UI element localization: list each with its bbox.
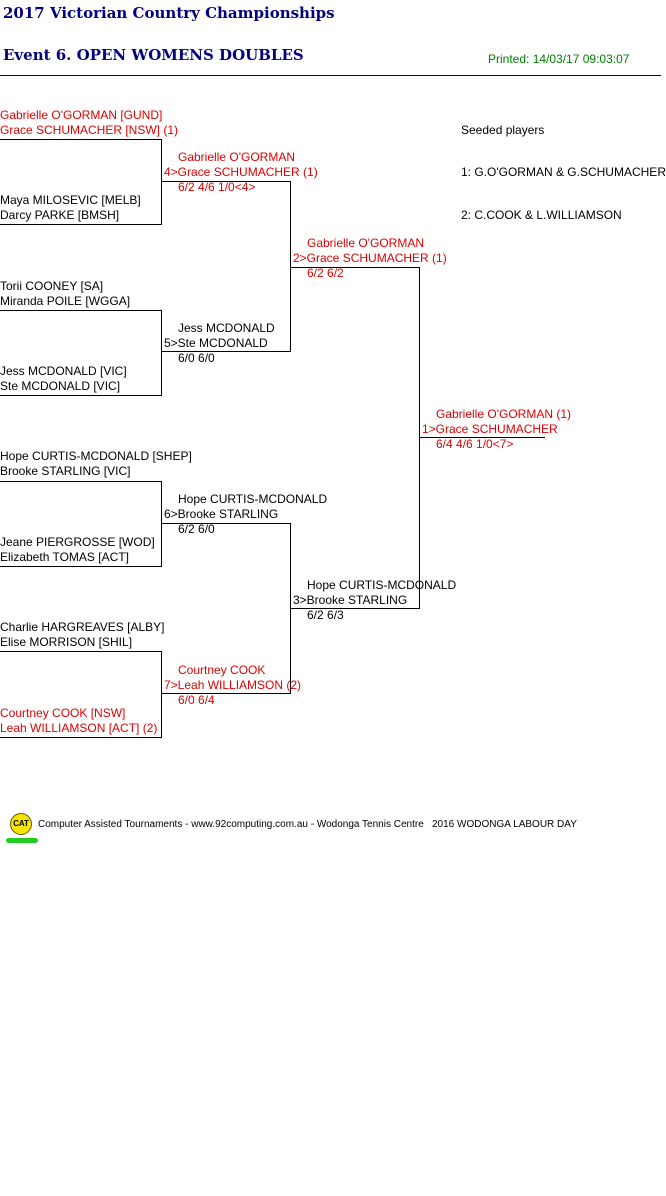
cat-swoosh-icon (6, 838, 38, 843)
r2-m4-score: 6/0 6/4 (178, 693, 215, 707)
r1-m2-player2: Darcy PARKE [BMSH] (0, 208, 120, 222)
r2-m3-player2: 6>Brooke STARLING (164, 507, 279, 521)
r2-m4-player1: Courtney COOK (178, 663, 266, 677)
final-score: 6/4 4/6 1/0<7> (436, 437, 514, 451)
r3-bracket-top (290, 267, 419, 268)
r1-m7-player1: Charlie HARGREAVES [ALBY] (0, 620, 165, 634)
r2-m3-score: 6/2 6/0 (178, 522, 215, 536)
r2-m2-player2: 5>Ste MCDONALD (164, 336, 268, 350)
r1-m5-player1: Hope CURTIS-MCDONALD [SHEP] (0, 449, 192, 463)
footer-event-name: 2016 WODONGA LABOUR DAY (432, 819, 577, 830)
r1-m4-player2: Ste MCDONALD [VIC] (0, 379, 121, 393)
r2-m1-player1: Gabrielle O'GORMAN (178, 150, 295, 164)
seed-entry-2: 2: C.COOK & L.WILLIAMSON (461, 208, 622, 222)
footer-credit: Computer Assisted Tournaments - www.92co… (38, 819, 424, 830)
r1-m2-player1: Maya MILOSEVIC [MELB] (0, 193, 141, 207)
r2-bracket-2 (161, 523, 291, 694)
r1-m4-player1: Jess MCDONALD [VIC] (0, 364, 127, 378)
tournament-title: 2017 Victorian Country Championships (3, 4, 335, 22)
r1-m7-player2: Elise MORRISON [SHIL] (0, 635, 133, 649)
r1-m5-player2: Brooke STARLING [VIC] (0, 464, 131, 478)
cat-logo-icon: CAT (10, 813, 32, 835)
seeds-heading: Seeded players (461, 123, 545, 137)
r3-m1-score: 6/2 6/2 (307, 266, 344, 280)
r1-m1-player1: Gabrielle O'GORMAN [GUND] (0, 108, 163, 122)
r1-m3-player2: Miranda POILE [WGGA] (0, 294, 131, 308)
r1-m8-player2: Leah WILLIAMSON [ACT] (2) (0, 721, 158, 735)
r2-m2-score: 6/0 6/0 (178, 351, 215, 365)
r3-bracket-vertical (419, 267, 420, 609)
r1-m1-player2: Grace SCHUMACHER [NSW] (1) (0, 123, 179, 137)
r3-m1-player2: 2>Grace SCHUMACHER (1) (293, 251, 447, 265)
r3-m2-player2: 3>Brooke STARLING (293, 593, 408, 607)
r1-bracket-4 (0, 651, 162, 738)
r2-m3-player1: Hope CURTIS-MCDONALD (178, 492, 328, 506)
seed-entry-1: 1: G.O'GORMAN & G.SCHUMACHER (461, 165, 666, 179)
r2-m2-player1: Jess MCDONALD (178, 321, 275, 335)
final-line (419, 437, 545, 438)
r2-bracket-1-top (161, 181, 290, 182)
r2-m1-player2: 4>Grace SCHUMACHER (1) (164, 165, 318, 179)
r1-bracket-1 (0, 139, 162, 225)
r1-m6-player2: Elizabeth TOMAS [ACT] (0, 550, 129, 564)
r2-m1-score: 6/2 4/6 1/0<4> (178, 180, 256, 194)
r3-bracket-bottom (290, 608, 420, 609)
r3-m1-player1: Gabrielle O'GORMAN (307, 236, 424, 250)
r1-m6-player1: Jeane PIERGROSSE [WOD] (0, 535, 155, 549)
final-player2: 1>Grace SCHUMACHER (422, 422, 558, 436)
r1-bracket-3 (0, 481, 162, 567)
r1-bracket-2 (0, 310, 162, 396)
printed-timestamp: Printed: 14/03/17 09:03:07 (488, 52, 630, 66)
r2-bracket-1 (161, 181, 291, 352)
header-divider (0, 75, 661, 76)
r2-bracket-2-top (161, 523, 290, 524)
r1-m3-player1: Torii COONEY [SA] (0, 279, 104, 293)
r3-m2-player1: Hope CURTIS-MCDONALD (307, 578, 457, 592)
r3-m2-score: 6/2 6/3 (307, 608, 344, 622)
r2-m4-player2: 7>Leah WILLIAMSON (2) (164, 678, 302, 692)
r1-m8-player1: Courtney COOK [NSW] (0, 706, 126, 720)
event-title: Event 6. OPEN WOMENS DOUBLES (3, 46, 304, 64)
final-player1: Gabrielle O'GORMAN (1) (436, 407, 571, 421)
